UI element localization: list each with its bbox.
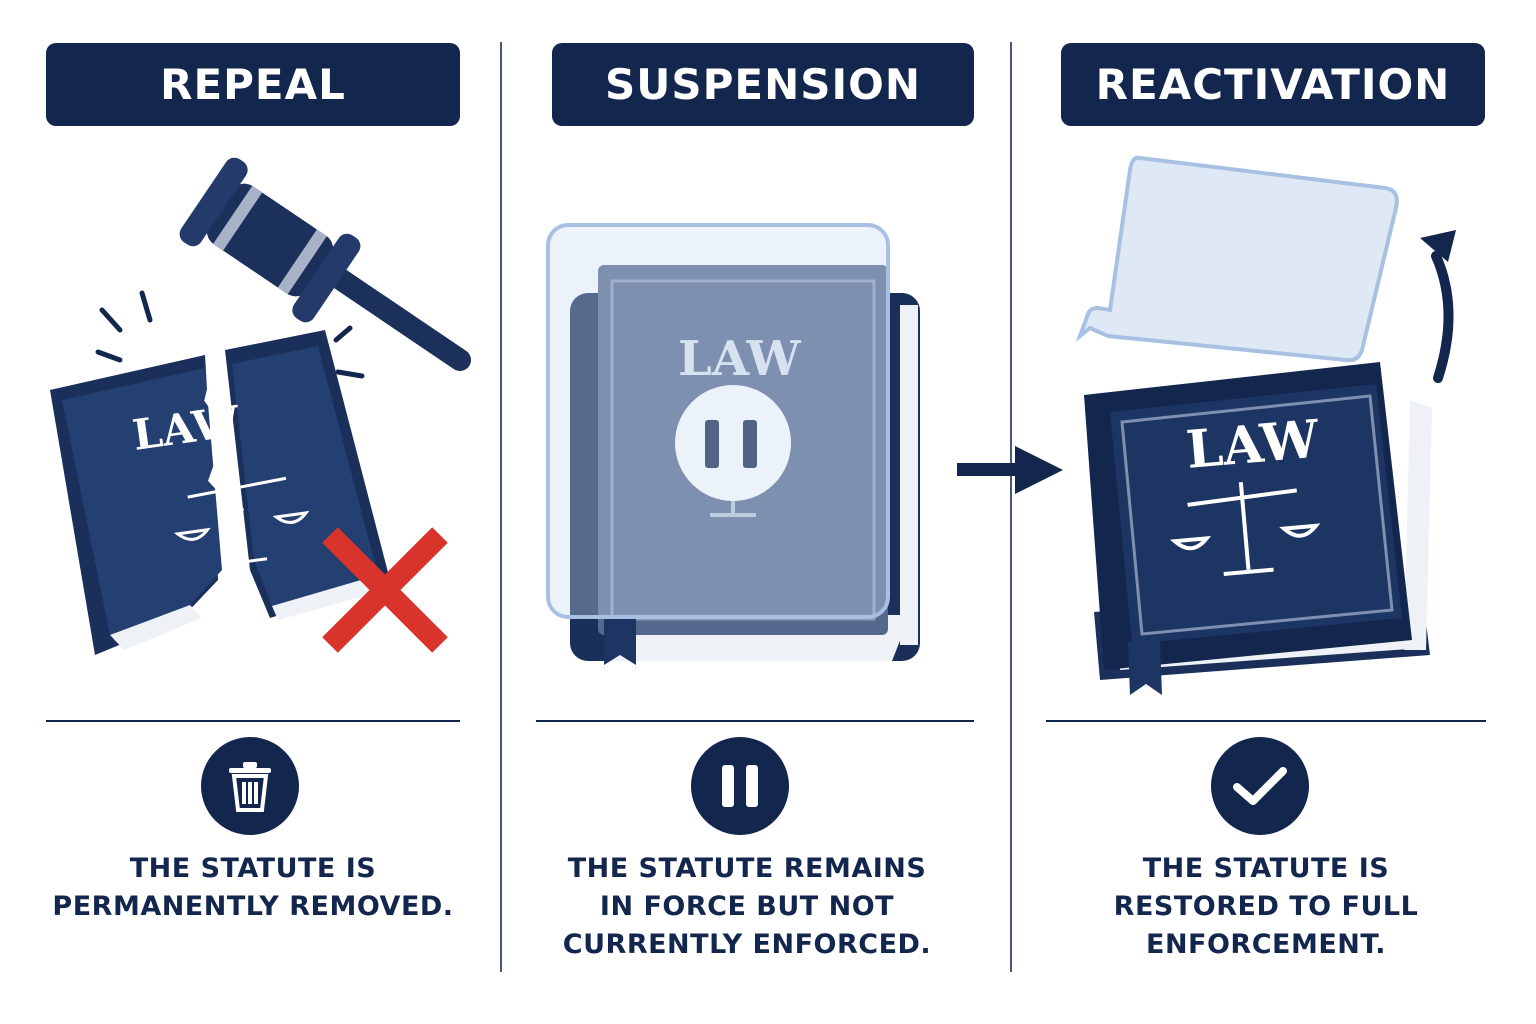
- repeal-illustration: LAW: [50, 157, 471, 655]
- repeal-rule: [46, 720, 460, 722]
- suspension-caption-line-2: IN FORCE BUT NOT: [599, 891, 895, 922]
- reactivation-caption-line-2: RESTORED TO FULL: [1113, 891, 1419, 922]
- panel-divider-1: [500, 42, 502, 972]
- trash-icon-badge: [201, 737, 299, 835]
- glass-cover: [546, 223, 890, 619]
- reactivation-rule: [1046, 720, 1486, 722]
- repeal-caption-line-2: PERMANENTLY REMOVED.: [52, 891, 454, 922]
- check-icon: [1233, 767, 1287, 805]
- repeal-title: REPEAL: [160, 60, 346, 109]
- arrow-right-icon: [957, 446, 1063, 494]
- scales-icon: [173, 475, 310, 566]
- pause-icon-badge: [691, 737, 789, 835]
- crack-line: [204, 349, 254, 651]
- suspension-header: SUSPENSION: [552, 43, 974, 126]
- repeal-header: REPEAL: [46, 43, 460, 126]
- suspension-rule: [536, 720, 974, 722]
- pause-icon: [722, 765, 758, 807]
- check-icon-badge: [1211, 737, 1309, 835]
- suspension-caption: THE STATUTE REMAINS IN FORCE BUT NOT CUR…: [536, 850, 958, 964]
- reactivation-caption: THE STATUTE IS RESTORED TO FULL ENFORCEM…: [1046, 850, 1486, 964]
- reactivation-caption-line-1: THE STATUTE IS: [1142, 853, 1390, 884]
- restored-book-icon: [1084, 362, 1432, 695]
- suspension-illustration: LAW: [546, 223, 920, 665]
- reactivation-caption-line-3: ENFORCEMENT.: [1146, 929, 1386, 960]
- scales-icon-restored: [1169, 482, 1321, 577]
- suspension-caption-line-3: CURRENTLY ENFORCED.: [562, 929, 932, 960]
- reactivation-title: REACTIVATION: [1095, 60, 1451, 109]
- pause-overlay-icon: [675, 385, 791, 501]
- up-arrow-icon: [1431, 251, 1454, 383]
- repeal-caption-line-1: THE STATUTE IS: [129, 853, 377, 884]
- suspension-title: SUSPENSION: [605, 60, 921, 109]
- lifted-glass-cover: [1075, 155, 1399, 363]
- suspension-book-label: LAW: [678, 331, 802, 387]
- red-x-icon: [322, 527, 448, 653]
- reactivation-illustration: LAW: [1075, 155, 1456, 695]
- reactivation-book-label: LAW: [1184, 408, 1323, 480]
- repeal-caption: THE STATUTE IS PERMANENTLY REMOVED.: [46, 850, 460, 926]
- suspension-caption-line-1: THE STATUTE REMAINS: [567, 853, 927, 884]
- broken-book-left-icon: [50, 355, 222, 655]
- trash-icon: [229, 762, 271, 812]
- panel-divider-2: [1010, 42, 1012, 972]
- reactivation-header: REACTIVATION: [1061, 43, 1485, 126]
- impact-marks: [95, 290, 365, 379]
- gavel-icon: [179, 157, 471, 371]
